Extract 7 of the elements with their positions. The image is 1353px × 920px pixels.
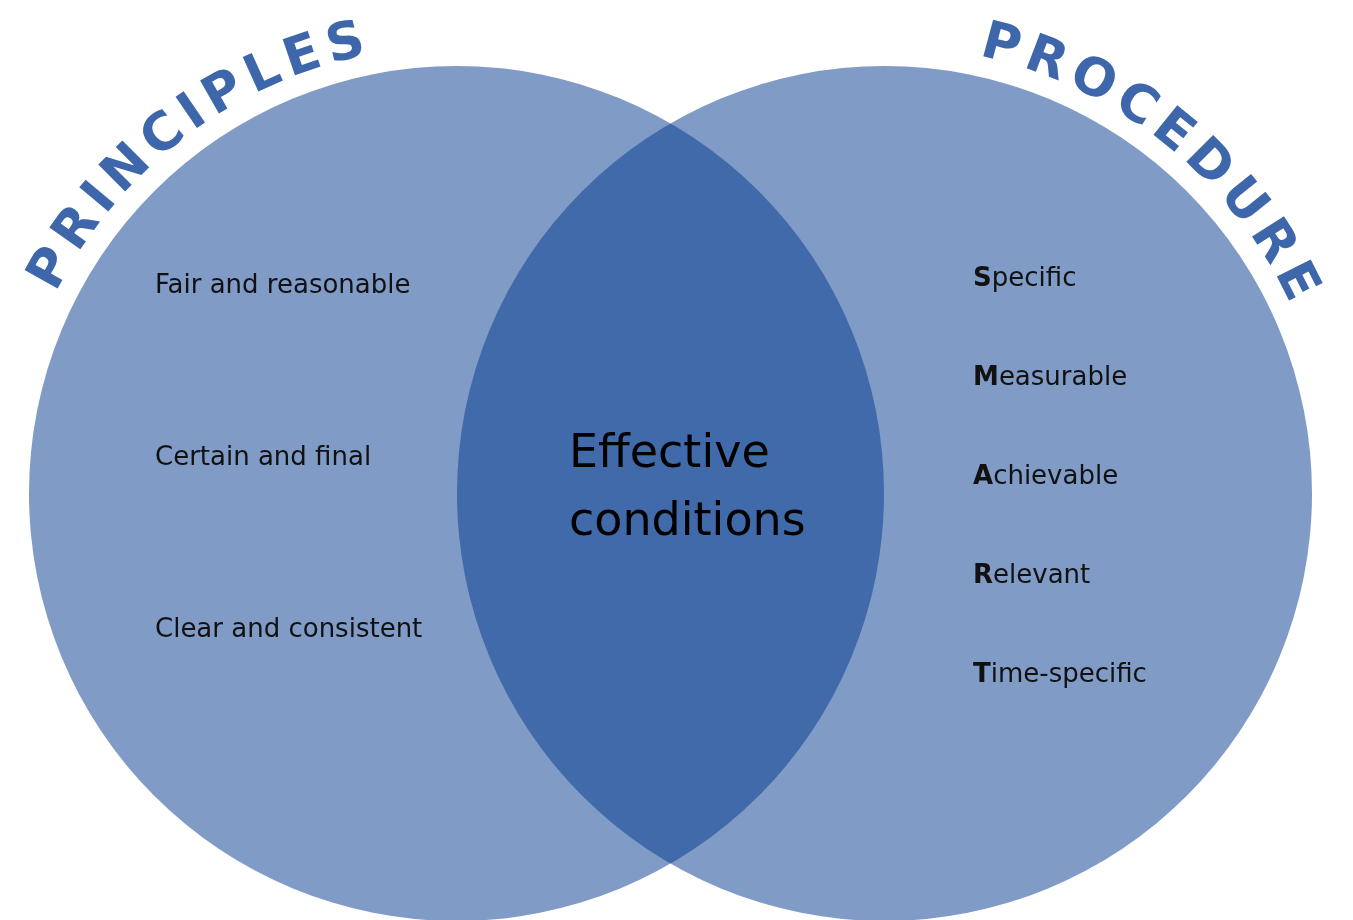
list-item: Clear and consistent [155,613,423,643]
center-label: Effective conditions [569,423,807,548]
list-item: Relevant [973,559,1091,589]
list-item: Measurable [973,361,1128,391]
list-item: Time-specific [973,658,1147,688]
list-item: Achievable [973,460,1119,490]
list-item: Certain and final [155,441,372,471]
